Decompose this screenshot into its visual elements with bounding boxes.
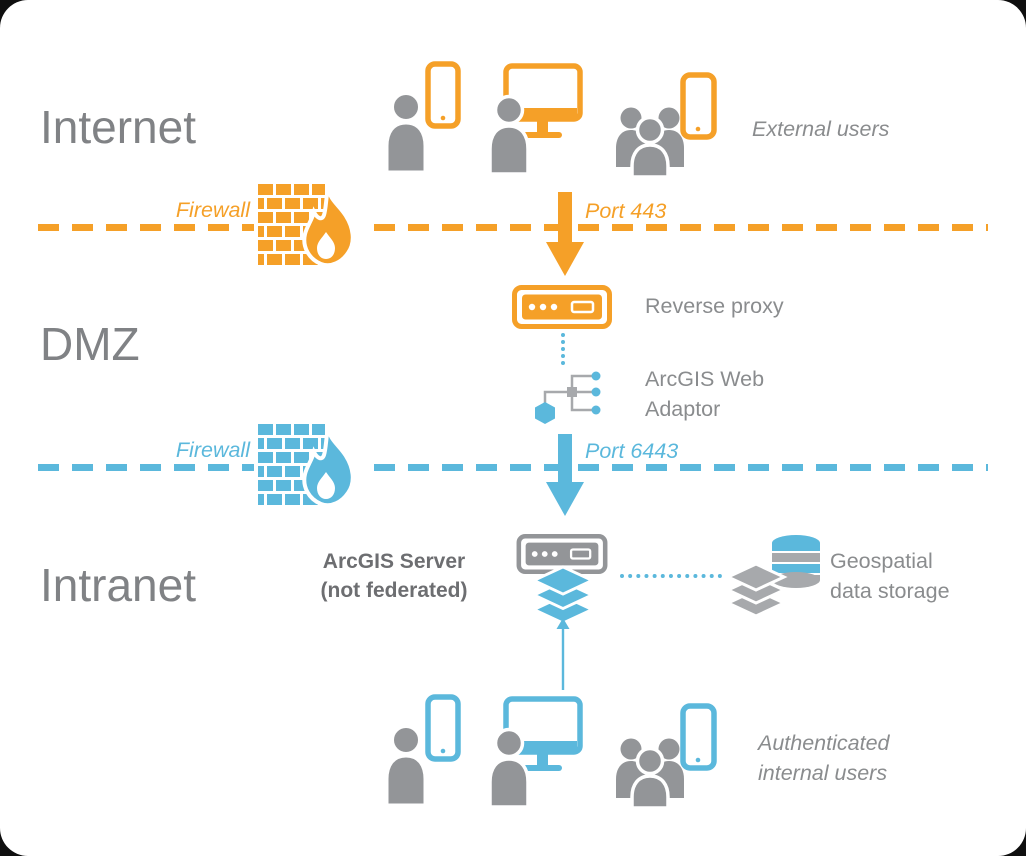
firewall-bottom-label: Firewall xyxy=(175,438,250,462)
intranet-zone-label: Intranet xyxy=(40,559,196,611)
arcgis-server-label-line1: ArcGIS Server xyxy=(322,550,466,573)
internet-zone-label: Internet xyxy=(40,101,196,153)
geospatial-storage-label-line1: Geospatial xyxy=(830,549,933,573)
internal-user-group-icon xyxy=(610,703,722,808)
internal-users-label-line1: Authenticated xyxy=(758,731,890,755)
port-6443-label: Port 6443 xyxy=(585,439,679,463)
proxy-adaptor-connector xyxy=(561,333,565,365)
internal-users-arrow-icon xyxy=(556,618,570,690)
arcgis-web-adaptor-icon xyxy=(535,371,601,424)
firewall-top-icon xyxy=(258,182,368,274)
external-users-label: External users xyxy=(752,117,890,141)
firewall-line-top-right xyxy=(374,224,988,231)
internal-user-tablet-icon xyxy=(383,693,461,805)
port-6443-arrow-icon xyxy=(546,434,584,516)
external-user-tablet-icon xyxy=(383,60,461,172)
port-443-label: Port 443 xyxy=(585,199,667,223)
arcgis-server-label-line2: (not federated) xyxy=(320,579,468,602)
port-443-arrow-icon xyxy=(546,192,584,276)
geospatial-storage-label: Geospatial data storage xyxy=(830,546,950,606)
web-adaptor-label-line1: ArcGIS Web xyxy=(645,367,765,391)
firewall-line-bottom-left xyxy=(38,464,254,471)
firewall-line-top-left xyxy=(38,224,254,231)
web-adaptor-label-line2: Adaptor xyxy=(645,397,721,421)
arcgis-server-layers-icon xyxy=(530,564,596,626)
server-storage-connector xyxy=(620,574,722,578)
reverse-proxy-icon xyxy=(512,285,612,329)
reverse-proxy-label: Reverse proxy xyxy=(645,294,784,318)
dmz-zone-label: DMZ xyxy=(40,318,140,370)
external-user-monitor-icon xyxy=(483,62,583,174)
web-adaptor-label: ArcGIS Web Adaptor xyxy=(645,364,764,424)
firewall-top-label: Firewall xyxy=(175,198,250,222)
firewall-line-bottom-right xyxy=(374,464,988,471)
geospatial-storage-label-line2: data storage xyxy=(830,579,950,603)
geospatial-storage-icon xyxy=(726,535,820,618)
firewall-bottom-icon xyxy=(258,422,368,514)
arcgis-server-label: ArcGIS Server (not federated) xyxy=(296,547,492,605)
internal-users-label: Authenticated internal users xyxy=(758,728,890,788)
external-user-group-icon xyxy=(610,72,722,177)
internal-users-label-line2: internal users xyxy=(758,761,888,785)
internal-user-monitor-icon xyxy=(483,695,583,807)
